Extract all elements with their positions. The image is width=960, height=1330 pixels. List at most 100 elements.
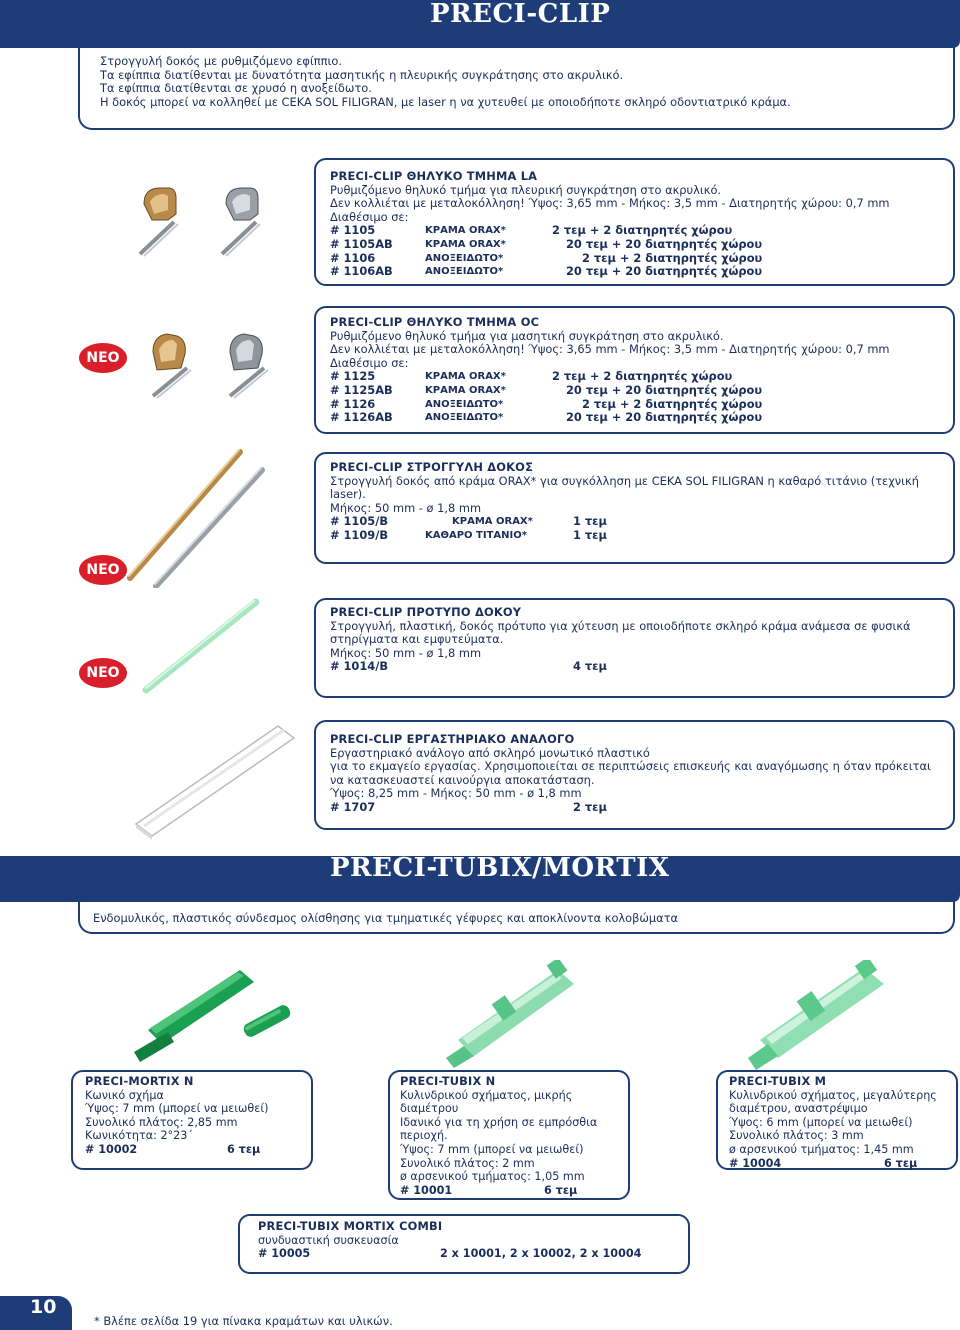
product-line: Διαθέσιμο σε: xyxy=(330,355,409,370)
box-line: Συνολικό πλάτος: 2,85 mm xyxy=(85,1115,238,1129)
box-line: Ύψος: 7 mm (μπορεί να μειωθεί) xyxy=(85,1102,269,1116)
section-title: PRECI-TUBIX/MORTIX xyxy=(330,853,670,883)
lab-analog-image xyxy=(134,725,296,840)
product-line: Εργαστηριακό ανάλογο από σκληρό μονωτικό… xyxy=(330,745,650,760)
intro-text: Στρογγυλή δοκός με ρυθμιζόμενο εφίππιο. … xyxy=(100,54,791,109)
tubix-m-image xyxy=(748,960,884,1070)
product-line: για το εκμαγείο εργασίας. Χρησιμοποιείτα… xyxy=(330,759,931,774)
box-line: Κωνικότητα: 2°23´ xyxy=(85,1129,193,1143)
product-line: Στρογγυλή δοκός από κράμα ORAX* για συγκ… xyxy=(330,473,919,488)
product-title: PRECI-CLIP ΘΗΛΥΚΟ ΤΜΗΜΑ LA xyxy=(330,169,538,183)
mortix-n-text: PRECI-MORTIX N Κωνικό σχήμα Ύψος: 7 mm (… xyxy=(85,1074,309,1157)
box-title: PRECI-TUBIX MORTIX COMBI xyxy=(258,1219,443,1233)
product-box-oc xyxy=(314,306,955,434)
box-line: ø αρσενικού τμήματος: 1,45 mm xyxy=(729,1142,914,1156)
box-line: Ύψος: 7 mm (μπορεί να μειωθεί) xyxy=(400,1142,584,1156)
product-title: PRECI-CLIP ΠΡΟΤΥΠΟ ΔΟΚΟΥ xyxy=(330,605,522,619)
tubix-subtitle-box xyxy=(78,900,955,934)
box-title: PRECI-MORTIX N xyxy=(85,1074,194,1088)
mortix-n-image xyxy=(134,970,291,1062)
product-text-oc: PRECI-CLIP ΘΗΛΥΚΟ ΤΜΗΜΑ OC Ρυθμιζόμενο θ… xyxy=(330,315,950,425)
combi-text: PRECI-TUBIX MORTIX COMBI συνδυαστική συσ… xyxy=(258,1219,686,1261)
mortix-n-box xyxy=(71,1070,313,1170)
product-line: Ύψος: 8,25 mm - Μήκος: 50 mm - ø 1,8 mm xyxy=(330,786,582,801)
product-box-la xyxy=(314,158,955,286)
product-line: στηρίγματα και εμφυτεύματα. xyxy=(330,632,504,647)
product-title: PRECI-CLIP ΕΡΓΑΣΤΗΡΙΑΚΟ ΑΝΑΛΟΓΟ xyxy=(330,732,575,746)
box-line: Κυλινδρικού σχήματος, μεγαλύτερης xyxy=(729,1088,937,1102)
tubix-n-box xyxy=(388,1070,630,1200)
new-badge: NEO xyxy=(79,343,127,373)
box-line: Ύψος: 6 mm (μπορεί να μειωθεί) xyxy=(729,1115,913,1129)
tubix-m-text: PRECI-TUBIX M Κυλινδρικού σχήματος, μεγα… xyxy=(729,1074,955,1170)
intro-box xyxy=(78,46,955,130)
product-line: Ρυθμιζόμενο θηλυκό τμήμα για μασητική συ… xyxy=(330,328,724,343)
product-box-beam xyxy=(314,452,955,564)
product-text-pattern: PRECI-CLIP ΠΡΟΤΥΠΟ ΔΟΚΟΥ Στρογγυλή, πλασ… xyxy=(330,605,950,674)
round-beam-image xyxy=(127,449,265,588)
clip-la-gold-image xyxy=(138,187,179,257)
new-badge: NEO xyxy=(79,555,127,585)
box-line: ø αρσενικού τμήματος: 1,05 mm xyxy=(400,1170,585,1184)
product-title: PRECI-CLIP ΘΗΛΥΚΟ ΤΜΗΜΑ OC xyxy=(330,315,540,329)
tubix-m-box xyxy=(716,1070,958,1170)
intro-line: Τα εφίππια διατίθενται με δυνατότητα μασ… xyxy=(100,67,624,82)
box-line: συνδυαστική συσκευασία xyxy=(258,1233,399,1247)
product-line: Μήκος: 50 mm - ø 1,8 mm xyxy=(330,500,482,515)
section-subtitle: Ενδομυλικός, πλαστικός σύνδεσμος ολίσθησ… xyxy=(93,911,679,925)
box-line: περιοχή. xyxy=(400,1129,448,1143)
box-line: Κωνικό σχήμα xyxy=(85,1088,164,1102)
intro-line: Τα εφίππια διατίθενται σε χρυσό η ανοξεί… xyxy=(100,81,372,96)
intro-line: Στρογγυλή δοκός με ρυθμιζόμενο εφίππιο. xyxy=(100,54,342,68)
header-bar xyxy=(0,0,960,48)
box-line: διαμέτρου xyxy=(400,1102,459,1116)
tubix-n-text: PRECI-TUBIX N Κυλινδρικού σχήματος, μικρ… xyxy=(400,1074,626,1197)
tubix-n-image xyxy=(446,960,574,1068)
intro-line: Η δοκός μπορεί να κολληθεί με CEKA SOL F… xyxy=(100,94,791,109)
box-line: Συνολικό πλάτος: 3 mm xyxy=(729,1129,864,1143)
clip-oc-gold-image xyxy=(151,333,192,399)
product-line: Διαθέσιμο σε: xyxy=(330,209,409,224)
new-badge: NEO xyxy=(79,658,127,688)
product-text-analog: PRECI-CLIP ΕΡΓΑΣΤΗΡΙΑΚΟ ΑΝΑΛΟΓΟ Εργαστηρ… xyxy=(330,732,950,815)
product-box-pattern xyxy=(314,598,955,698)
product-line: laser). xyxy=(330,487,366,502)
product-line: Δεν κολλιέται με μεταλοκόλληση! Ύψος: 3,… xyxy=(330,196,890,211)
footnote: * Βλέπε σελίδα 19 για πίνακα κραμάτων κα… xyxy=(94,1314,393,1328)
box-line: Ιδανικό για τη χρήση σε εμπρόσθια xyxy=(400,1115,598,1129)
product-text-beam: PRECI-CLIP ΣΤΡΟΓΓΥΛΗ ΔΟΚΟΣ Στρογγυλή δοκ… xyxy=(330,460,950,543)
box-line: Συνολικό πλάτος: 2 mm xyxy=(400,1156,535,1170)
product-line: Μήκος: 50 mm - ø 1,8 mm xyxy=(330,645,482,660)
product-box-analog xyxy=(314,720,955,830)
product-text-la: PRECI-CLIP ΘΗΛΥΚΟ ΤΜΗΜΑ LA Ρυθμιζόμενο θ… xyxy=(330,169,950,279)
clip-la-steel-image xyxy=(220,187,261,257)
product-line: Στρογγυλή, πλαστική, δοκός πρότυπο για χ… xyxy=(330,618,911,633)
pattern-beam-image xyxy=(142,598,260,694)
product-line: Δεν κολλιέται με μεταλοκόλληση! Ύψος: 3,… xyxy=(330,342,890,357)
box-title: PRECI-TUBIX M xyxy=(729,1074,827,1088)
page-number: 10 xyxy=(30,1296,57,1318)
page-title: PRECI-CLIP xyxy=(430,0,611,29)
page-number-tab xyxy=(0,1296,72,1330)
tubix-header-bar xyxy=(0,856,960,902)
box-title: PRECI-TUBIX N xyxy=(400,1074,496,1088)
box-line: Κυλινδρικού σχήματος, μικρής xyxy=(400,1088,573,1102)
combi-box xyxy=(238,1214,690,1274)
product-line: Ρυθμιζόμενο θηλυκό τμήμα για πλευρική συ… xyxy=(330,182,722,197)
clip-oc-steel-image xyxy=(228,333,269,399)
product-title: PRECI-CLIP ΣΤΡΟΓΓΥΛΗ ΔΟΚΟΣ xyxy=(330,460,534,474)
box-line: διαμέτρου, αναστρέψιμο xyxy=(729,1102,868,1116)
